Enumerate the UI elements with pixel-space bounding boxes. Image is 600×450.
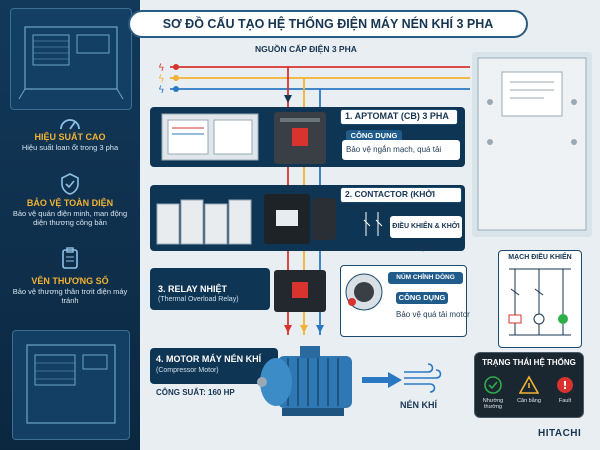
current-adjust-knob-icon <box>345 273 383 311</box>
svg-text:ϟ: ϟ <box>158 74 165 85</box>
feature-title-3: VÊN THƯƠNG SỐ <box>31 276 109 286</box>
relay-usage-desc: Bảo vệ quá tải motor <box>396 310 470 319</box>
system-status-panel: TRẠNG THÁI HỆ THỐNG ! Nhường thường Cân … <box>474 352 584 418</box>
relay-usage-tag: CÔNG DỤNG <box>396 292 448 304</box>
feature-desc-2: Bảo vệ quán điện minh, man động diện thư… <box>12 209 128 227</box>
control-circuit-box: MẠCH ĐIỀU KHIỂN <box>498 250 582 348</box>
compressor-cabinet-image <box>12 330 130 440</box>
features-panel: HIỆU SUẤT CAO Hiệu suất loan ổt trong 3 … <box>0 0 140 450</box>
thermal-relay-image <box>274 270 326 312</box>
aptomat-title: 1. APTOMAT (CB) 3 PHA <box>340 109 458 125</box>
status-balance-label: Cân bằng <box>517 398 541 404</box>
compressor-unit-image <box>10 8 132 110</box>
feature-desc-3: Bảo vệ thương thân trơit điện máy tránh <box>12 287 128 305</box>
control-circuit-diagram <box>508 268 571 336</box>
relay-section <box>150 268 270 310</box>
electrical-cabinet-image <box>472 52 592 237</box>
fault-icon: ! <box>557 377 573 393</box>
circuit-breaker-image <box>274 112 326 164</box>
feature-title-2: BẢO VỆ TOÀN DIỆN <box>26 198 114 208</box>
relay-title: 3. RELAY NHIỆT <box>158 284 228 294</box>
clipboard-icon <box>58 246 82 270</box>
knob-label: NÚM CHỈNH DÒNG ĐIỆN <box>388 272 463 293</box>
warning-icon <box>519 375 539 394</box>
svg-text:ϟ: ϟ <box>158 85 165 96</box>
svg-text:ϟ: ϟ <box>158 63 165 74</box>
compressed-air-label: NÉN KHÍ <box>400 400 438 410</box>
contactor-symbol-icon <box>363 212 383 236</box>
motor-section <box>150 348 278 384</box>
feature-title-1: HIỆU SUẤT CAO <box>34 132 106 142</box>
control-circuit-title: MẠCH ĐIỀU KHIỂN <box>508 254 572 261</box>
control-panel-image <box>161 113 259 161</box>
power-source-label: NGUỒN CẤP ĐIỆN 3 PHA <box>255 44 357 54</box>
contactor-usage-desc: ĐIỀU KHIỂN & KHỞI ĐỘNG <box>390 216 462 252</box>
contactor-image <box>264 194 336 244</box>
aptomat-usage-desc: Bảo vệ ngắn mạch, quá tải <box>342 140 460 160</box>
contactor-title: 2. CONTACTOR (KHỞI ĐỘNG TỪ) <box>340 187 462 212</box>
relay-subtitle: (Thermal Overload Relay) <box>158 296 239 303</box>
motor-title: 4. MOTOR MÁY NÉN KHÍ <box>156 354 262 364</box>
compressor-motor-image <box>257 346 352 416</box>
arrow-right-icon <box>362 372 402 388</box>
check-circle-icon <box>484 376 502 394</box>
feature-desc-1: Hiệu suất loan ổt trong 3 pha <box>21 143 119 152</box>
aptomat-usage-tag: CÔNG DỤNG <box>346 130 402 142</box>
motor-power: CÔNG SUẤT: 160 HP <box>156 388 235 397</box>
brand-logo: HITACHI <box>538 428 582 439</box>
contactor-group-image <box>156 199 252 245</box>
air-flow-icon <box>404 363 442 393</box>
motor-subtitle: (Compressor Motor) <box>156 367 219 374</box>
page-title: SƠ ĐỒ CẤU TẠO HỆ THỐNG ĐIỆN MÁY NÉN KHÍ … <box>128 10 528 38</box>
gauge-icon <box>58 112 82 136</box>
status-normal-label: Nhường thường <box>482 398 504 410</box>
status-title: TRẠNG THÁI HỆ THỐNG <box>482 358 576 367</box>
status-fault-label: Fault <box>558 398 572 404</box>
svg-text:!: ! <box>562 379 567 392</box>
shield-check-icon <box>58 172 82 196</box>
